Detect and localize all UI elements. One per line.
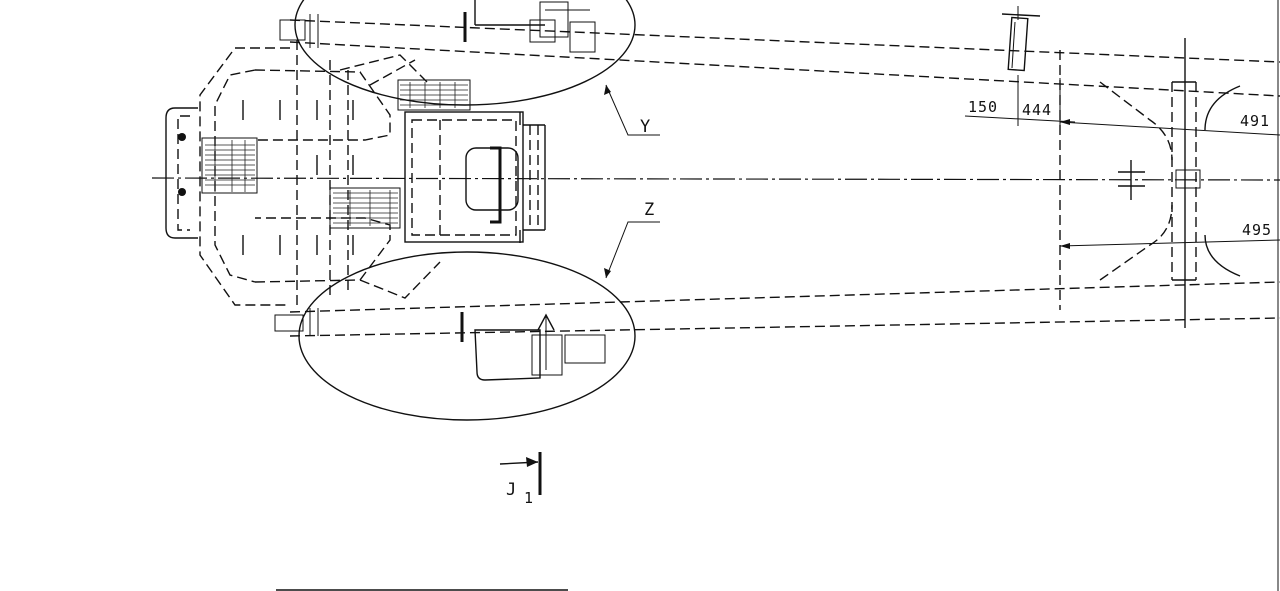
- callout-z-label: Z: [644, 200, 654, 220]
- cab-box: [404, 111, 546, 243]
- dim-491: 491: [1240, 112, 1270, 130]
- dim-150: 150: [968, 98, 998, 116]
- front-bumper: [165, 107, 198, 239]
- engine-block: [329, 79, 471, 229]
- callout-y-label: Y: [640, 117, 650, 137]
- dim-495: 495: [1242, 221, 1272, 239]
- view-marker-letter: J: [506, 480, 516, 500]
- radiator-block: [201, 137, 258, 194]
- view-marker-subscript: 1: [524, 489, 534, 507]
- dim-444: 444: [1022, 101, 1052, 119]
- detail-z-circle: [274, 251, 636, 421]
- centerline: [151, 177, 1280, 181]
- view-direction-marker: [499, 452, 542, 495]
- frame-rails: [289, 19, 1280, 337]
- dimension-lines: [964, 75, 1280, 249]
- callout-leaders: [604, 84, 660, 279]
- post-detail: [1001, 6, 1041, 72]
- cross-member: [1099, 38, 1241, 328]
- detail-y-circle: [279, 0, 636, 106]
